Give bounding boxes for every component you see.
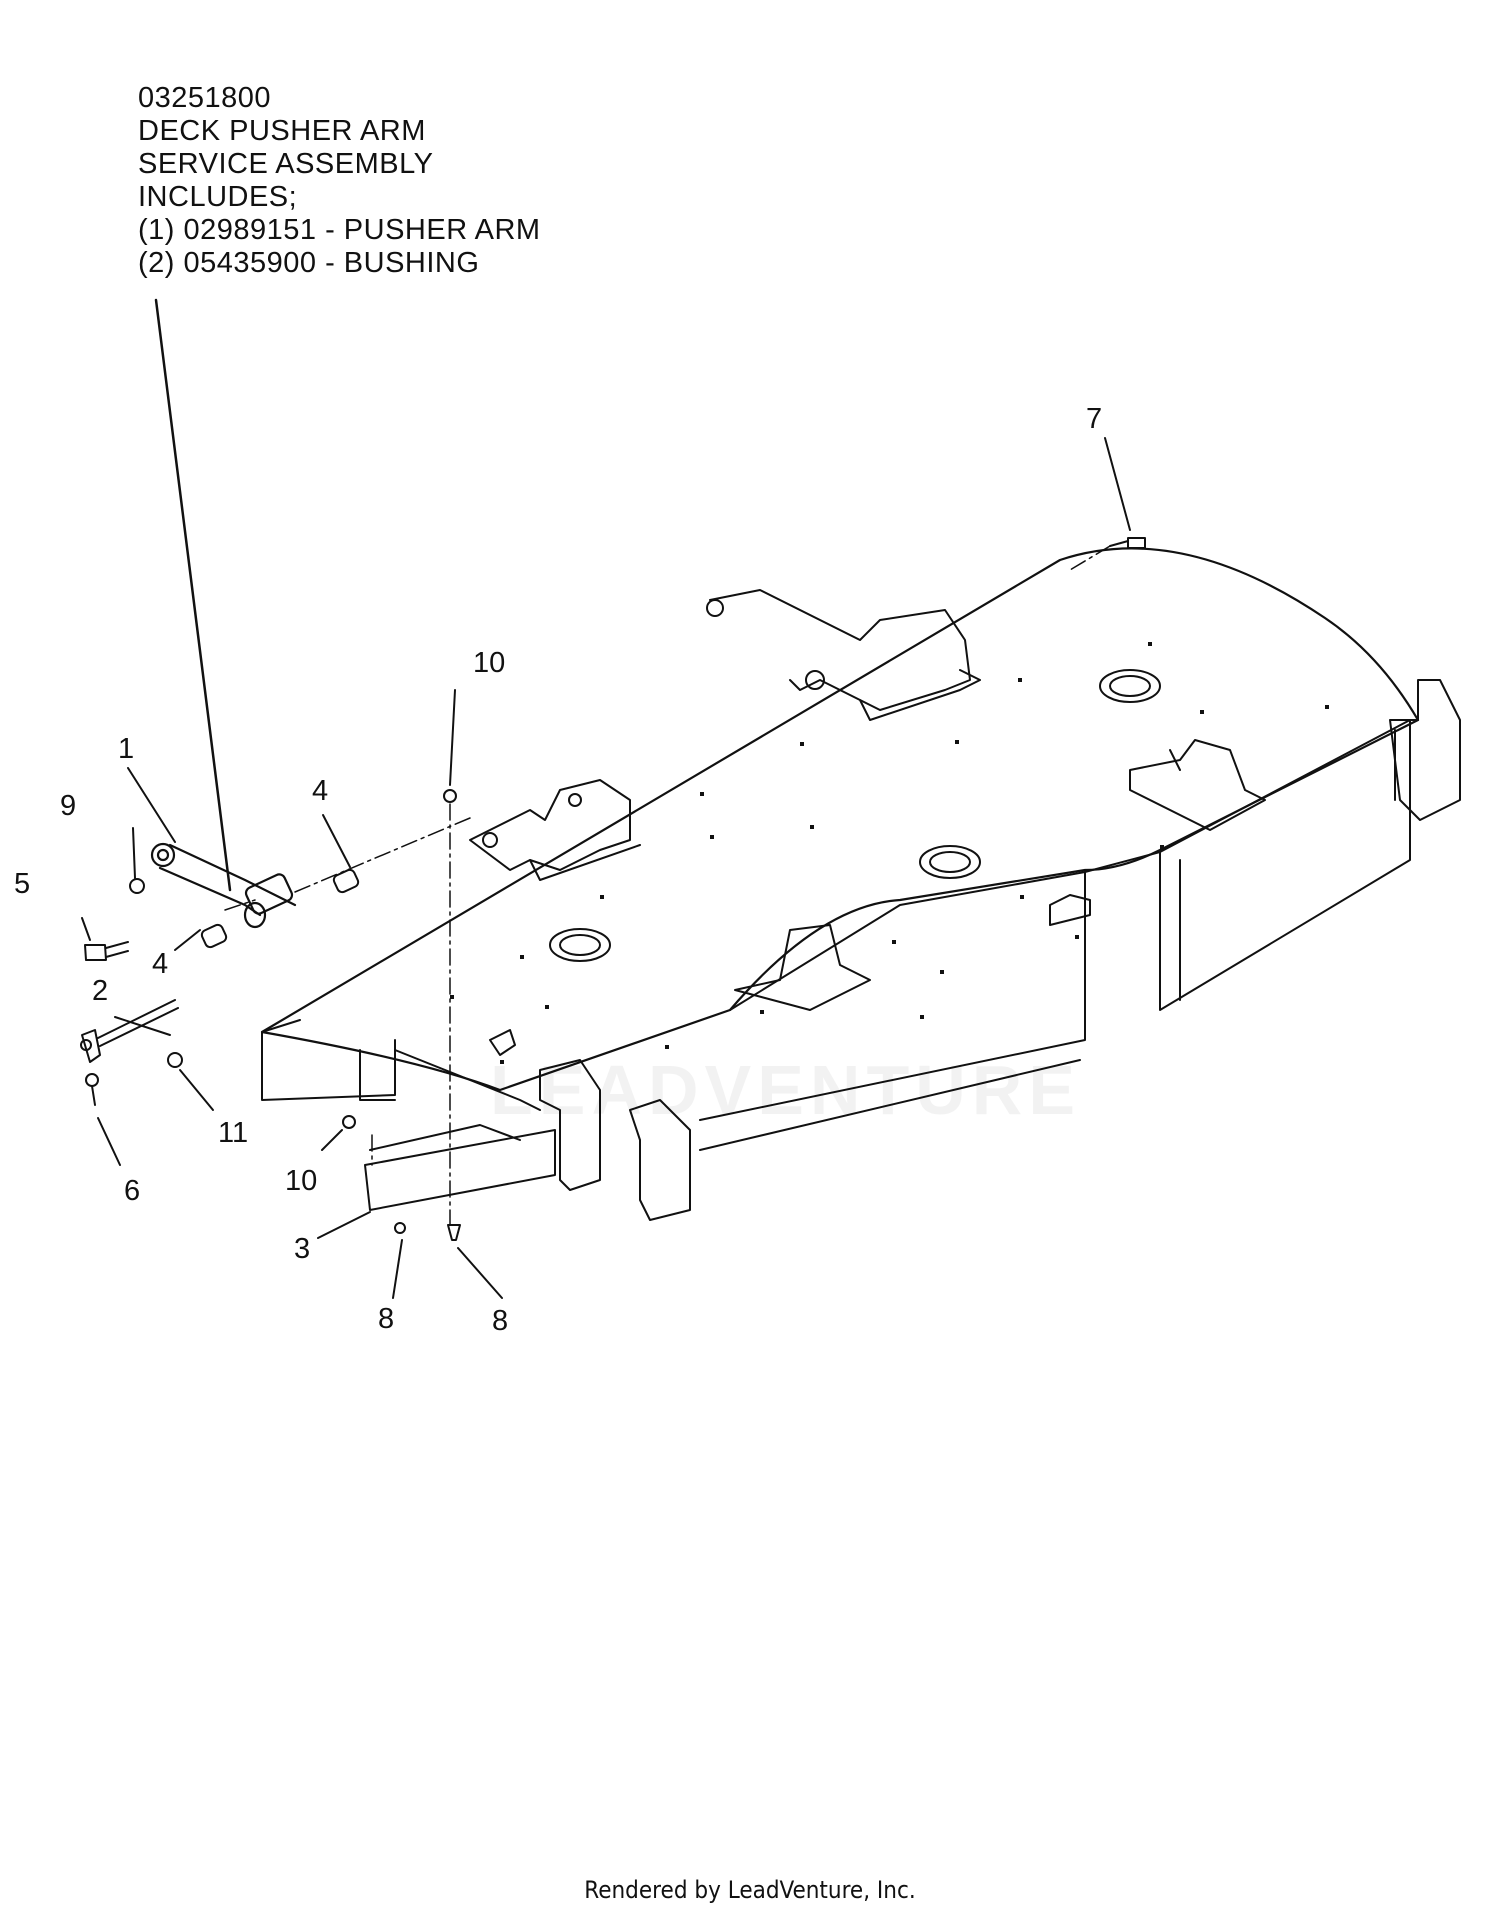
part-9-nut [129,878,145,894]
note-line-pusher-arm: (1) 02989151 - PUSHER ARM [138,214,541,246]
note-line-bushing: (2) 05435900 - BUSHING [138,247,480,279]
watermark: LEADVENTURE [490,1051,1082,1129]
part-10-nut-lower [342,1115,356,1129]
callout-4-lower: 4 [152,948,168,980]
callout-2: 2 [92,975,108,1007]
rear-hitch-bracket [706,589,981,721]
assembly-centerlines [224,545,1111,1226]
part-1-pusher-arm [150,842,297,929]
part-4-bushing-lower [200,923,228,949]
part-8-bolt-left [394,1222,406,1234]
render-credit: Rendered by LeadVenture, Inc. [584,1876,916,1904]
part-4-bushing-upper [332,868,360,894]
part-5-bolt [84,941,129,961]
callout-9: 9 [60,790,76,822]
part-2-pivot-pin [80,999,179,1063]
deck-mount-holes [450,642,1329,1064]
part-10-nut-upper [443,789,457,803]
front-hitch-bracket [539,1059,691,1221]
note-leader-line [154,298,232,892]
callout-7: 7 [1086,403,1102,435]
deck-tab [489,894,1091,1056]
note-line-includes: INCLUDES; [138,181,298,213]
assembly-note: 03251800 DECK PUSHER ARM SERVICE ASSEMBL… [138,82,541,280]
callout-5: 5 [14,868,30,900]
callout-8-right: 8 [492,1305,508,1337]
baffle-center [734,924,871,1011]
callout-1: 1 [118,733,134,765]
part-6-bolt [85,1073,99,1106]
callout-3: 3 [294,1233,310,1265]
note-line-part-number: 03251800 [138,82,272,114]
mower-deck [260,547,1461,1151]
note-line-title: DECK PUSHER ARM [138,115,426,147]
callout-11: 11 [218,1117,248,1149]
callout-10-upper: 10 [473,647,505,679]
callout-leaders [81,437,1131,1299]
callout-4-upper: 4 [312,775,328,807]
part-3-mount-bracket [364,1124,556,1211]
mid-hitch-bracket [469,779,641,881]
callout-8-left: 8 [378,1303,394,1335]
callout-10-lower: 10 [285,1165,317,1197]
part-7-bolt [1109,537,1146,549]
part-8-bolt-right [447,1224,461,1241]
baffle-right [1129,739,1266,831]
spindle-openings [549,669,1161,962]
part-11-nut [167,1052,183,1068]
note-line-service-assembly: SERVICE ASSEMBLY [138,148,434,180]
callout-6: 6 [124,1175,140,1207]
